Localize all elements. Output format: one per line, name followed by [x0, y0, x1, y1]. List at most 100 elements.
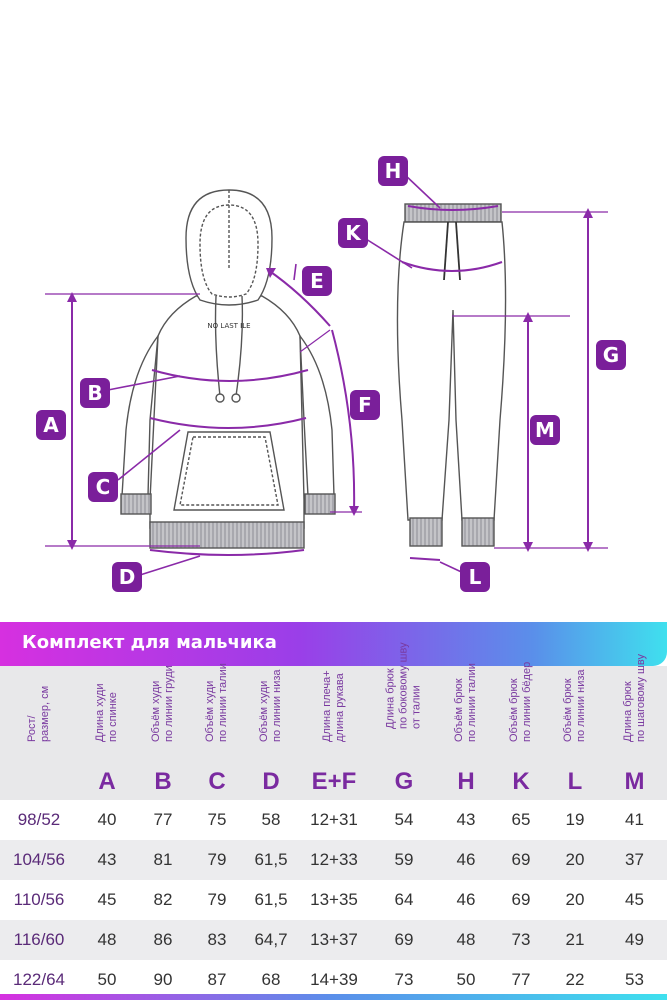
hoodie-print: NO LAST ILE — [207, 322, 250, 330]
value-cell: 14+39 — [310, 970, 358, 989]
header-letter: C — [208, 768, 226, 795]
svg-text:H: H — [385, 159, 402, 183]
value-cell: 69 — [394, 930, 414, 949]
value-cell: 12+33 — [310, 850, 358, 869]
value-cell: 43 — [456, 810, 476, 829]
header-col-0: Рост/ размер, см — [0, 666, 78, 800]
badge-L: L — [460, 562, 490, 592]
value-cell: 37 — [625, 850, 644, 869]
value-cell: 45 — [625, 890, 644, 909]
value-cell: 46 — [456, 850, 476, 869]
size-cell: 110/56 — [13, 890, 65, 909]
header-label: Длина плеча+ длина рукава — [321, 670, 346, 742]
value-cell: 64 — [394, 890, 414, 909]
value-cell: 90 — [153, 970, 173, 989]
value-cell: 61,5 — [254, 850, 288, 869]
svg-text:C: C — [96, 475, 111, 499]
header-label: Длина брюк по боковому шву от талии — [384, 642, 423, 729]
size-cell: 122/64 — [13, 970, 65, 989]
value-cell: 22 — [565, 970, 585, 989]
value-cell: 48 — [456, 930, 476, 949]
value-cell: 73 — [511, 930, 531, 949]
value-cell: 77 — [511, 970, 531, 989]
value-cell: 77 — [153, 810, 173, 829]
header-label: Объём брюк по линии бёдер — [508, 661, 533, 742]
svg-text:A: A — [43, 413, 59, 437]
badge-A: A — [36, 410, 66, 440]
header-letter: H — [457, 768, 475, 795]
title-banner: Комплект для мальчика — [0, 622, 667, 666]
header-letter: A — [98, 768, 116, 795]
value-cell: 45 — [97, 890, 117, 909]
header-label: Рост/ размер, см — [26, 685, 51, 742]
value-cell: 46 — [456, 890, 476, 909]
svg-text:B: B — [87, 381, 102, 405]
header-label: Длина худи по спинке — [94, 683, 119, 742]
value-cell: 82 — [153, 890, 173, 909]
value-cell: 79 — [207, 890, 227, 909]
badge-G: G — [596, 340, 626, 370]
header-letter: L — [567, 768, 583, 795]
value-cell: 20 — [565, 890, 585, 909]
value-cell: 21 — [565, 930, 585, 949]
header-letter: B — [154, 768, 172, 795]
hoodie-drawing — [120, 189, 336, 549]
value-cell: 61,5 — [254, 890, 288, 909]
header-label: Объём худи по линии талии — [204, 663, 229, 742]
value-cell: 59 — [394, 850, 414, 869]
badge-D: D — [112, 562, 142, 592]
badge-E: E — [302, 266, 332, 296]
value-cell: 69 — [511, 850, 531, 869]
header-letter: D — [262, 768, 280, 795]
value-cell: 87 — [207, 970, 227, 989]
badge-K: K — [338, 218, 368, 248]
value-cell: 40 — [97, 810, 117, 829]
size-cell: 116/60 — [13, 930, 65, 949]
pants-drawing — [396, 203, 507, 547]
svg-text:G: G — [603, 343, 619, 367]
value-cell: 43 — [97, 850, 117, 869]
bottom-gradient-bar — [0, 994, 667, 1000]
value-cell: 48 — [97, 930, 117, 949]
svg-text:M: M — [535, 418, 555, 442]
size-cell: 98/52 — [17, 810, 61, 829]
value-cell: 86 — [153, 930, 173, 949]
svg-text:D: D — [119, 565, 136, 589]
header-letter: E+F — [311, 768, 357, 795]
value-cell: 12+31 — [310, 810, 358, 829]
header-letter: K — [512, 768, 530, 795]
size-diagram: NO LAST ILE — [36, 156, 626, 592]
svg-text:L: L — [469, 565, 482, 589]
value-cell: 83 — [207, 930, 227, 949]
value-cell: 13+37 — [310, 930, 358, 949]
header-label: Объём худи по линии груди — [150, 665, 175, 742]
value-cell: 81 — [153, 850, 173, 869]
svg-text:E: E — [310, 269, 324, 293]
value-cell: 53 — [625, 970, 644, 989]
value-cell: 73 — [394, 970, 414, 989]
banner-title: Комплект для мальчика — [22, 632, 277, 653]
value-cell: 49 — [625, 930, 644, 949]
badge-C: C — [88, 472, 118, 502]
value-cell: 79 — [207, 850, 227, 869]
measurement-arrowheads — [67, 208, 593, 552]
header-label: Объём брюк по линии низа — [562, 669, 587, 743]
value-cell: 58 — [261, 810, 281, 829]
value-cell: 68 — [261, 970, 281, 989]
value-cell: 50 — [97, 970, 117, 989]
size-cell: 104/56 — [13, 850, 65, 869]
